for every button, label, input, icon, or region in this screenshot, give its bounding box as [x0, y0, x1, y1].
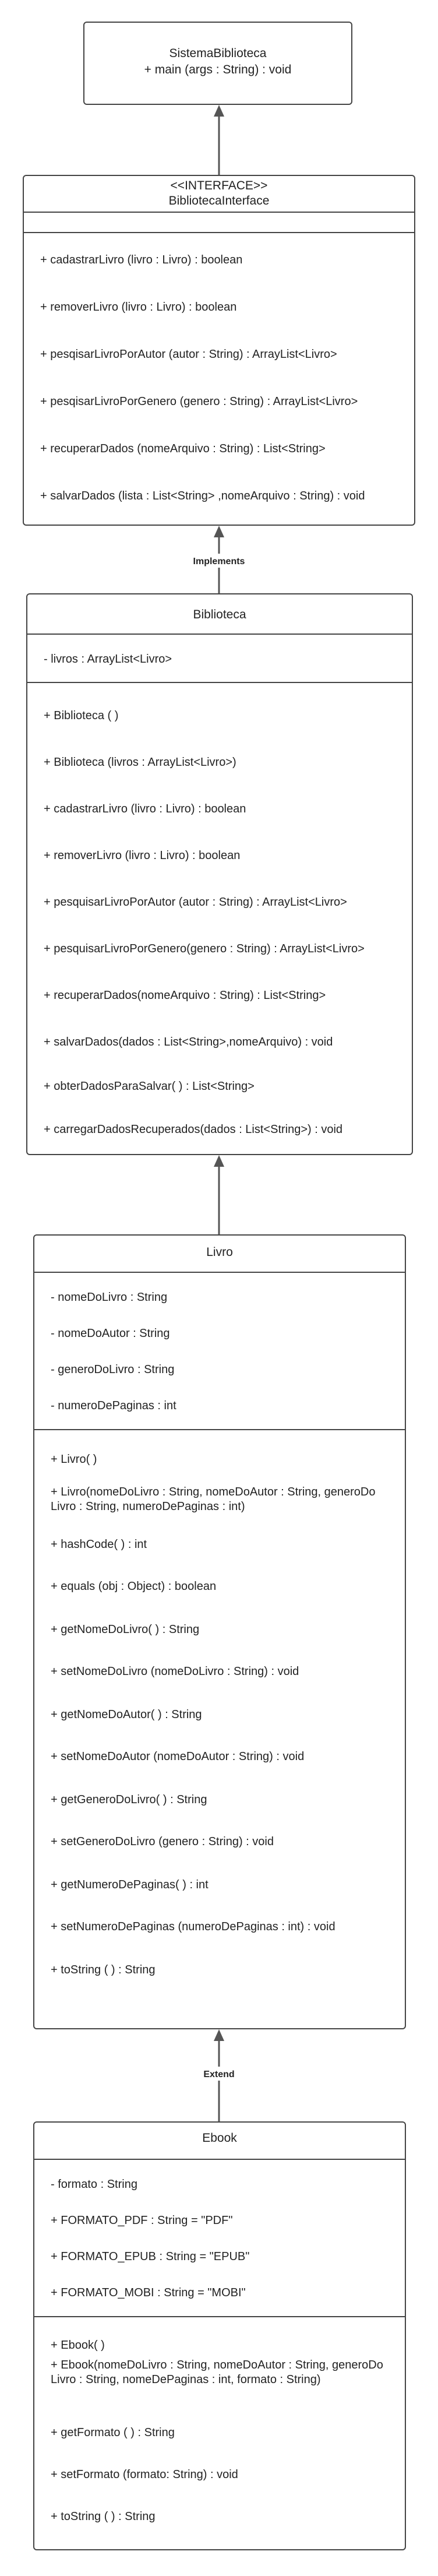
interface-name: BibliotecaInterface [168, 194, 270, 207]
divider [24, 212, 414, 213]
method: + setGeneroDoLivro (genero : String) : v… [51, 1835, 274, 1848]
method: + removerLivro (livro : Livro) : boolean [44, 849, 241, 862]
method: + cadastrarLivro (livro : Livro) : boole… [44, 803, 246, 815]
attribute: - formato : String [51, 2178, 137, 2191]
class-livro: Livro - nomeDoLivro : String - nomeDoAut… [33, 1234, 406, 2029]
attribute: + FORMATO_PDF : String = "PDF" [51, 2214, 233, 2227]
method: + main (args : String) : void [144, 63, 292, 76]
method: + cadastrarLivro (livro : Livro) : boole… [40, 254, 243, 266]
attribute: + FORMATO_MOBI : String = "MOBI" [51, 2286, 246, 2299]
attribute: - livros : ArrayList<Livro> [44, 653, 172, 666]
method: + toString ( ) : String [51, 2510, 156, 2523]
dependency-arrow-sistema [214, 105, 224, 175]
class-name: Biblioteca [193, 608, 246, 621]
class-biblioteca: Biblioteca - livros : ArrayList<Livro> +… [26, 593, 413, 1155]
extend-arrow: Extend [196, 2029, 242, 2121]
method: + pesqisarLivroPorAutor (autor : String)… [40, 348, 337, 361]
attribute: + FORMATO_EPUB : String = "EPUB" [51, 2250, 250, 2263]
method: + hashCode( ) : int [51, 1538, 147, 1551]
stereotype: <<INTERFACE>> [170, 179, 268, 192]
method: + Ebook(nomeDoLivro : String, nomeDoAuto… [51, 2359, 383, 2386]
extend-label: Extend [203, 2070, 234, 2079]
method: + pesqisarLivroPorGenero (genero : Strin… [40, 395, 358, 408]
attribute: - generoDoLivro : String [51, 1363, 175, 1376]
arrow-head [214, 105, 224, 117]
divider [24, 232, 414, 233]
method: + salvarDados(dados : List<String>,nomeA… [44, 1036, 333, 1048]
arrow-head [214, 2029, 224, 2041]
implements-arrow: Implements [190, 526, 248, 593]
implements-label: Implements [193, 557, 245, 566]
method: + setNomeDoLivro (nomeDoLivro : String) … [51, 1665, 299, 1678]
method: + Livro( ) [51, 1453, 97, 1466]
method: + toString ( ) : String [51, 1963, 156, 1976]
arrow-head [214, 1155, 224, 1167]
class-sistema-biblioteca: SistemaBiblioteca + main (args : String)… [83, 22, 352, 105]
method: + getNomeDoLivro( ) : String [51, 1623, 200, 1636]
divider [34, 1272, 405, 1273]
method: + setNomeDoAutor (nomeDoAutor : String) … [51, 1750, 305, 1763]
method: + recuperarDados(nomeArquivo : String) :… [44, 989, 326, 1002]
association-arrow-livro [214, 1155, 224, 1234]
method: + Biblioteca (livros : ArrayList<Livro>) [44, 756, 236, 769]
method: + salvarDados (lista : List<String> ,nom… [40, 490, 365, 502]
method: + equals (obj : Object) : boolean [51, 1580, 217, 1593]
method: + getNomeDoAutor( ) : String [51, 1708, 202, 1721]
attribute: - nomeDoLivro : String [51, 1291, 168, 1304]
class-name: SistemaBiblioteca [169, 47, 267, 60]
method: + getNumeroDePaginas( ) : int [51, 1878, 209, 1891]
method: + removerLivro (livro : Livro) : boolean [40, 301, 237, 314]
method: + recuperarDados (nomeArquivo : String) … [40, 442, 326, 455]
attribute: - nomeDoAutor : String [51, 1327, 170, 1340]
method: + Ebook( ) [51, 2339, 105, 2352]
method: + carregarDadosRecuperados(dados : List<… [44, 1123, 343, 1136]
arrow-head [214, 526, 224, 537]
method: + getFormato ( ) : String [51, 2426, 175, 2439]
class-ebook: Ebook - formato : String + FORMATO_PDF :… [33, 2121, 406, 2550]
method: + pesquisarLivroPorGenero(genero : Strin… [44, 942, 365, 955]
method: + setFormato (formato: String) : void [51, 2468, 238, 2481]
method: + getGeneroDoLivro( ) : String [51, 1793, 207, 1806]
class-name: Livro [206, 1245, 233, 1259]
method: + pesquisarLivroPorAutor (autor : String… [44, 896, 347, 909]
divider [27, 682, 412, 683]
divider [27, 634, 412, 635]
divider [34, 2159, 405, 2160]
method: + obterDadosParaSalvar( ) : List<String> [44, 1080, 255, 1093]
method: + setNumeroDePaginas (numeroDePaginas : … [51, 1920, 335, 1933]
method: + Livro(nomeDoLivro : String, nomeDoAuto… [51, 1486, 376, 1513]
divider [34, 2316, 405, 2317]
method: + Biblioteca ( ) [44, 709, 119, 722]
divider [34, 1429, 405, 1430]
interface-biblioteca-interface: <<INTERFACE>> BibliotecaInterface + cada… [23, 175, 415, 526]
attribute: - numeroDePaginas : int [51, 1399, 176, 1412]
class-name: Ebook [202, 2131, 237, 2145]
